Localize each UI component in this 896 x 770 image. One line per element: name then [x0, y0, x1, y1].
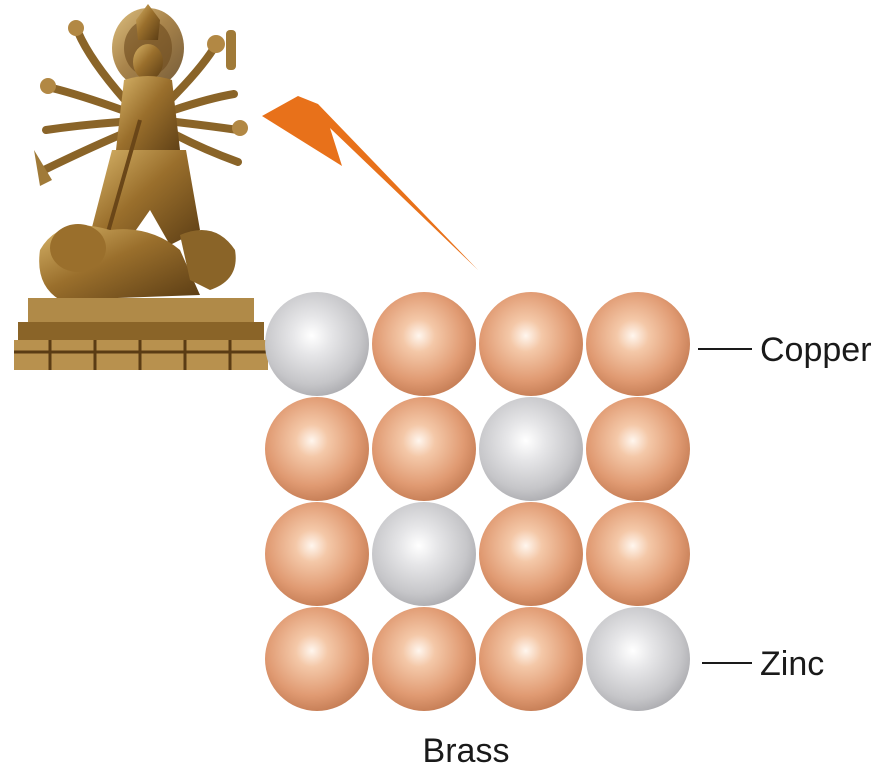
zinc-label: Zinc [760, 645, 824, 683]
copper-atom [265, 397, 369, 501]
pointer-arrow [262, 96, 478, 270]
zinc-atom [265, 292, 369, 396]
brass-statue-image [14, 4, 268, 370]
copper-atom [372, 292, 476, 396]
copper-atom [372, 607, 476, 711]
copper-atom [265, 607, 369, 711]
copper-atom [479, 607, 583, 711]
copper-atom [372, 397, 476, 501]
copper-atom [586, 397, 690, 501]
zinc-atom [479, 397, 583, 501]
atom-lattice [265, 292, 690, 711]
copper-atom [479, 502, 583, 606]
copper-atom [586, 292, 690, 396]
copper-label: Copper [760, 331, 872, 369]
figure-caption: Brass [423, 732, 510, 770]
copper-atom [586, 502, 690, 606]
zinc-atom [372, 502, 476, 606]
copper-atom [265, 502, 369, 606]
copper-atom [479, 292, 583, 396]
zinc-atom [586, 607, 690, 711]
